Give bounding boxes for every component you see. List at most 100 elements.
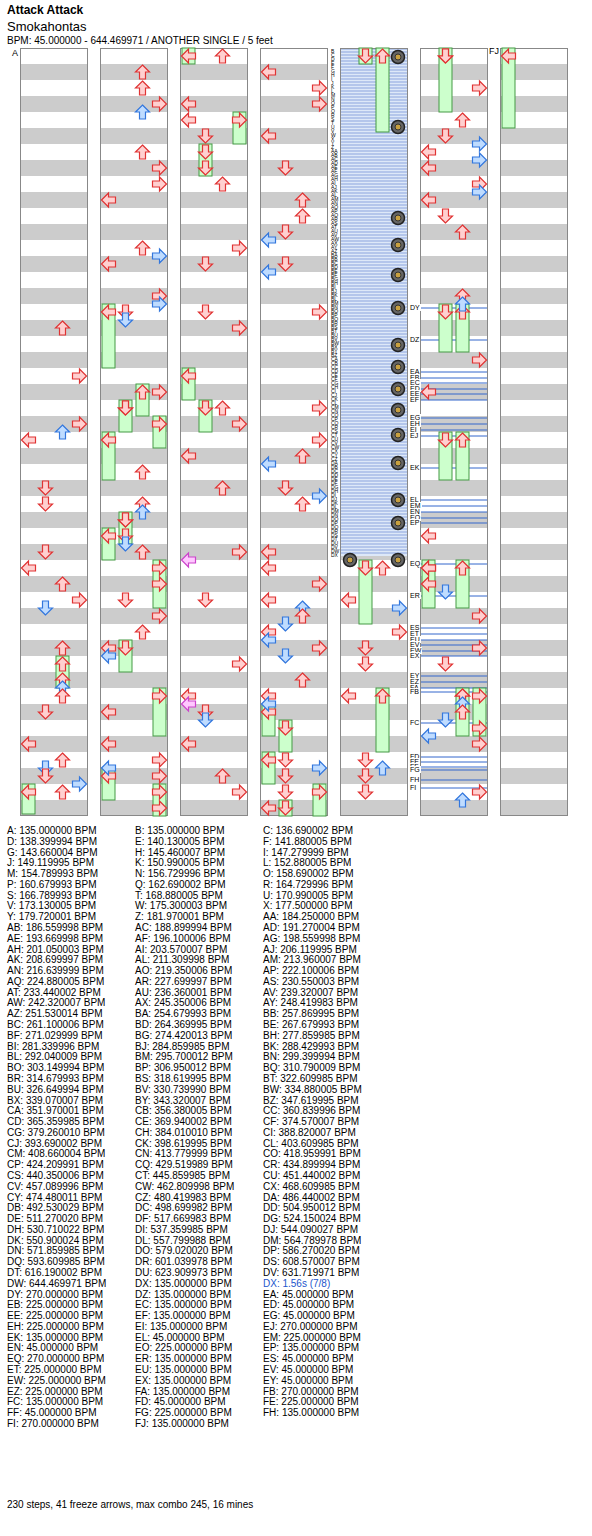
stop-line: [340, 421, 408, 422]
beat-band: [420, 624, 488, 640]
bpm-entry: DA: 486.440002 BPM: [263, 1193, 360, 1203]
stop-line: [340, 169, 408, 170]
beat-band: [340, 576, 408, 592]
beat-band: [180, 64, 248, 80]
stop-line: [340, 136, 408, 137]
beat-band: [340, 736, 408, 752]
stop-line: [340, 535, 408, 536]
step-arrow: [119, 401, 133, 415]
bpm-entry: DH: 530.710022 BPM: [7, 1225, 104, 1235]
bpm-entry: CH: 384.010010 BPM: [135, 1128, 232, 1138]
beat-band: [260, 512, 328, 528]
beat-band: [20, 688, 88, 704]
step-arrow: [233, 545, 247, 559]
bpm-entry: AD: 191.270004 BPM: [263, 923, 360, 933]
stop-line: [340, 400, 408, 401]
step-arrow: [102, 193, 116, 207]
bpm-entry: FC: 135.000000 BPM: [7, 1397, 103, 1407]
bpm-entry: N: 156.729996 BPM: [135, 869, 225, 879]
bpm-entry: F: 141.880005 BPM: [263, 837, 352, 847]
beat-band: [420, 640, 488, 656]
bpm-entry: DJ: 544.090027 BPM: [263, 1225, 358, 1235]
beat-band: [20, 352, 88, 368]
stop-line: [340, 187, 408, 188]
chart-info: BPM: 45.000000 - 644.469971 / ANOTHER SI…: [7, 36, 273, 46]
bpm-entry: AM: 213.960007 BPM: [263, 955, 361, 965]
step-arrow: [296, 193, 310, 207]
beat-band: [500, 656, 568, 672]
step-arrow: [262, 65, 276, 79]
beat-band: [20, 400, 88, 416]
step-arrow: [136, 65, 150, 79]
step-arrow: [39, 601, 53, 615]
beat-band: [500, 448, 568, 464]
step-arrow: [182, 449, 196, 463]
freeze-body: [182, 48, 195, 64]
beat-band: [180, 256, 248, 272]
beat-band: [260, 176, 328, 192]
step-arrow: [439, 129, 453, 143]
freeze-body: [233, 112, 246, 144]
stop-line: [340, 139, 408, 140]
beat-band: [180, 400, 248, 416]
beat-band: [500, 496, 568, 512]
bpm-entry: CV: 457.089996 BPM: [7, 1182, 103, 1192]
freeze-body: [199, 144, 212, 176]
step-arrow: [279, 769, 293, 783]
bpm-entry: CD: 365.359985 BPM: [7, 1117, 104, 1127]
stop-line: [340, 355, 408, 356]
step-arrow: [296, 497, 310, 511]
step-arrow: [422, 529, 436, 543]
stop-line: [340, 286, 408, 287]
beat-band: [20, 272, 88, 288]
step-arrow: [153, 161, 167, 175]
step-arrow: [119, 513, 133, 527]
mine-core: [395, 242, 401, 248]
bpm-entry: EZ: 225.000000 BPM: [7, 1387, 103, 1397]
beat-band: [260, 336, 328, 352]
bpm-line: [420, 518, 488, 519]
beat-band: [420, 272, 488, 288]
bpm-line: [420, 400, 488, 401]
bpm-entry: BM: 295.700012 BPM: [135, 1052, 233, 1062]
beat-band: [420, 528, 488, 544]
stop-line: [340, 76, 408, 77]
beat-band: [20, 496, 88, 512]
step-arrow: [313, 577, 327, 591]
beat-band: [100, 160, 168, 176]
beat-band: [100, 176, 168, 192]
step-arrow: [73, 417, 87, 431]
beat-band: [20, 176, 88, 192]
step-arrow: [73, 593, 87, 607]
step-arrow: [153, 97, 167, 111]
beat-band: [180, 576, 248, 592]
bpm-entry: CO: 418.959991 BPM: [263, 1149, 361, 1159]
step-arrow: [119, 537, 133, 551]
beat-band: [100, 496, 168, 512]
step-arrow: [233, 417, 247, 431]
mine: [392, 457, 405, 470]
step-arrow: [39, 481, 53, 495]
beat-band: [100, 112, 168, 128]
stop-line: [340, 490, 408, 491]
beat-band: [420, 112, 488, 128]
bpm-entry: FF: 45.000000 BPM: [7, 1408, 97, 1418]
step-arrow: [473, 153, 487, 167]
beat-band: [260, 608, 328, 624]
step-arrow: [199, 305, 213, 319]
bpm-marker: EX: [409, 652, 420, 659]
step-arrow: [22, 561, 36, 575]
bpm-entry: E: 140.130005 BPM: [135, 837, 225, 847]
step-arrow: [279, 617, 293, 631]
step-arrow: [216, 481, 230, 495]
beat-band: [420, 384, 488, 400]
bpm-entry: AG: 198.559998 BPM: [263, 934, 360, 944]
bpm-entry: AL: 211.309998 BPM: [135, 955, 229, 965]
freeze-body: [359, 48, 372, 64]
step-arrow: [393, 625, 407, 639]
stop-line: [340, 172, 408, 173]
stop-line: [340, 454, 408, 455]
step-arrow: [439, 49, 453, 63]
beat-band: [420, 496, 488, 512]
beat-band: [20, 752, 88, 768]
